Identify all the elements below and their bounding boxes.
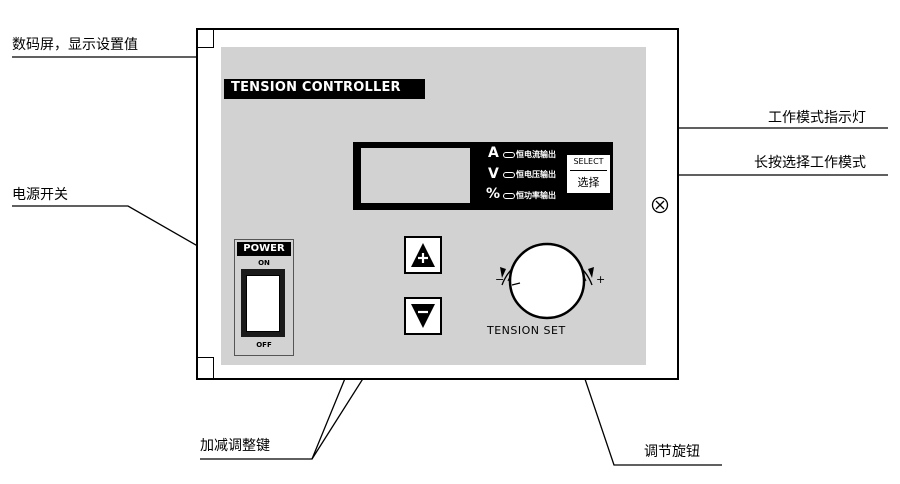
mode-letter-power: % bbox=[486, 186, 501, 202]
digital-display bbox=[361, 148, 470, 203]
select-button[interactable]: SELECT 选择 bbox=[566, 154, 611, 194]
callout-mode-indicator: 工作模式指示灯 bbox=[768, 110, 866, 126]
mode-led-current bbox=[503, 152, 515, 158]
select-button-label: SELECT bbox=[573, 157, 604, 166]
screw-icon bbox=[651, 196, 669, 214]
callout-power-switch: 电源开关 bbox=[12, 187, 68, 203]
tension-knob[interactable] bbox=[488, 223, 606, 323]
arrow-up-icon bbox=[411, 243, 435, 267]
panel-title: TENSION CONTROLLER bbox=[231, 80, 401, 95]
mode-led-power bbox=[503, 193, 515, 199]
mode-letter-voltage: V bbox=[488, 166, 499, 182]
select-button-divider bbox=[570, 170, 607, 171]
callout-display: 数码屏，显示设置值 bbox=[12, 37, 138, 53]
knob-minus-label: − bbox=[495, 273, 505, 286]
power-on-label: ON bbox=[258, 259, 270, 267]
mode-label-current: 恒电流输出 bbox=[516, 150, 556, 159]
callout-up-down-keys: 加减调整键 bbox=[200, 438, 270, 454]
power-off-label: OFF bbox=[256, 341, 272, 349]
knob-plus-label: + bbox=[596, 273, 606, 286]
housing-corner-mark-top bbox=[196, 30, 214, 48]
housing-corner-mark-bottom bbox=[196, 357, 214, 379]
mode-label-power: 恒功率输出 bbox=[516, 191, 556, 200]
mode-led-voltage bbox=[503, 172, 515, 178]
title-bar bbox=[224, 79, 425, 99]
knob-label: TENSION SET bbox=[487, 324, 566, 337]
increase-button[interactable] bbox=[404, 236, 442, 274]
power-title: POWER bbox=[237, 242, 291, 256]
callout-mode-select: 长按选择工作模式 bbox=[754, 155, 866, 171]
callout-knob: 调节旋钮 bbox=[644, 444, 700, 460]
arrow-down-icon bbox=[411, 304, 435, 328]
decrease-button[interactable] bbox=[404, 297, 442, 335]
mode-letter-current: A bbox=[488, 145, 499, 161]
power-switch-module: POWER ON OFF bbox=[234, 239, 294, 356]
select-button-label-cn: 选择 bbox=[577, 176, 600, 189]
mode-label-voltage: 恒电压输出 bbox=[516, 170, 556, 179]
power-switch[interactable] bbox=[246, 275, 280, 332]
